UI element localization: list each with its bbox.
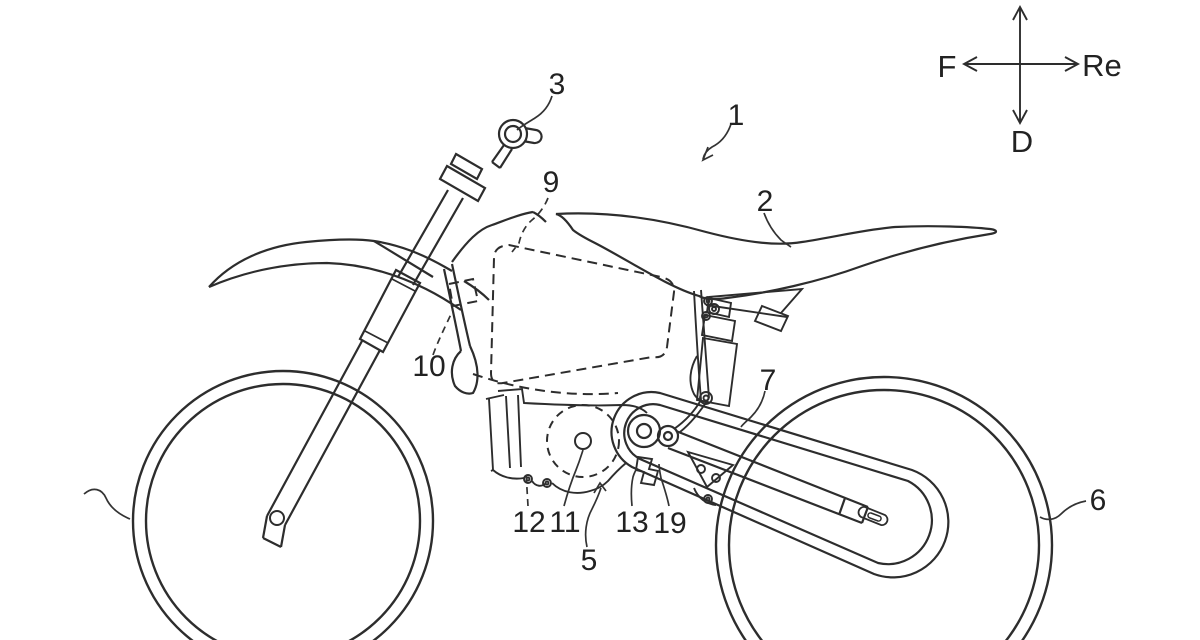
leader-12	[525, 471, 529, 507]
compass-label-down: D	[1011, 124, 1033, 159]
front-fork	[261, 118, 543, 548]
ref-label-3: 3	[549, 68, 566, 101]
arrow-down-icon	[1012, 109, 1028, 126]
tank-cover	[451, 210, 547, 263]
fork-boot	[358, 268, 422, 354]
orientation-compass	[961, 4, 1081, 126]
leader-9	[511, 197, 549, 253]
leader-7	[740, 390, 766, 428]
drive-sprocket	[626, 413, 662, 449]
swingarm-belt-case	[610, 391, 950, 579]
upper-triple-clamp	[438, 164, 487, 203]
ref-label-11: 11	[549, 506, 580, 539]
swingarm-beam	[667, 429, 870, 525]
rear-shock-subframe	[673, 287, 805, 506]
arrowhead-5	[593, 481, 607, 494]
leader-13	[630, 467, 638, 507]
handlebar-ring	[497, 118, 529, 150]
motor-dashed-circle	[546, 404, 620, 478]
leader-19	[658, 463, 670, 507]
steering-stem	[491, 144, 513, 169]
pivot-shaft	[656, 424, 680, 448]
arrow-up-icon	[1012, 4, 1028, 21]
bodywork	[442, 210, 998, 395]
front-fender	[208, 238, 490, 311]
leader-11	[563, 449, 584, 507]
rear-wheel	[714, 375, 1054, 640]
arrow-rear-icon	[1064, 56, 1081, 72]
leader-lines	[83, 95, 1087, 548]
ref-label-12: 12	[512, 506, 545, 539]
ref-label-19: 19	[653, 507, 686, 540]
leader-2	[763, 212, 792, 248]
leader-6	[1039, 500, 1087, 521]
axle-slot	[857, 506, 889, 526]
compass-label-rear: Re	[1082, 48, 1122, 83]
ref-label-6: 6	[1090, 484, 1107, 517]
leader-10	[432, 309, 454, 356]
arrowhead-1	[701, 146, 714, 162]
leader-3	[516, 95, 553, 131]
leader-cropped-left	[83, 488, 131, 520]
arrow-front-icon	[961, 56, 978, 72]
subframe-tubes	[705, 287, 805, 318]
ref-label-5: 5	[581, 544, 598, 577]
leader-5	[584, 487, 602, 548]
front-axle	[269, 510, 285, 526]
ref-label-13: 13	[615, 506, 648, 539]
motor-unit	[485, 387, 660, 494]
motor-mount-bracket	[634, 455, 660, 487]
ref-label-10: 10	[412, 350, 445, 383]
component-10-dashed-box	[447, 277, 480, 308]
shock-body	[695, 336, 739, 408]
ref-label-9: 9	[543, 166, 560, 199]
motor-shaft	[574, 432, 592, 450]
reference-numerals: 3 9 1 2 7 10 12 11 13 19 5 6 F Re D	[412, 48, 1122, 577]
front-wheel	[131, 369, 435, 640]
footpeg-bracket	[450, 345, 479, 395]
compass-label-front: F	[938, 49, 957, 84]
seat	[555, 212, 998, 301]
fork-slider	[262, 340, 381, 548]
ref-label-2: 2	[757, 185, 774, 218]
ref-label-7: 7	[760, 364, 777, 397]
ref-label-1: 1	[728, 99, 745, 132]
